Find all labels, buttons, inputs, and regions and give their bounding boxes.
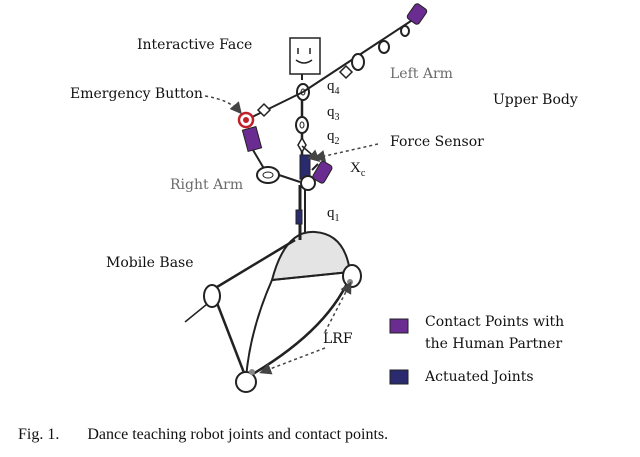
- symbol-q4: q4: [327, 78, 340, 97]
- right-hand-contact: [312, 160, 333, 184]
- label-interactive-face: Interactive Face: [137, 37, 253, 53]
- legend-actuated-swatch: [389, 369, 409, 385]
- label-left-arm: Left Arm: [390, 66, 453, 82]
- label-right-arm: Right Arm: [170, 177, 244, 193]
- symbol-q2: q2: [327, 128, 340, 147]
- legend-actuated-label: Actuated Joints: [425, 369, 534, 385]
- left-hand-contact: [406, 3, 428, 25]
- legend-contact-label-line2: the Human Partner: [425, 336, 563, 352]
- figure-caption-text: Dance teaching robot joints and contact …: [87, 426, 389, 443]
- symbol-q3: q3: [327, 104, 340, 123]
- joint-q1-actuator: [295, 209, 303, 225]
- interactive-face: [289, 37, 321, 80]
- figure-caption: Fig. 1. Dance teaching robot joints and c…: [18, 426, 388, 444]
- wheel-front: [235, 371, 257, 393]
- torso: [295, 83, 311, 240]
- symbol-q1: q1: [327, 205, 340, 224]
- right-upper-arm-contact: [241, 125, 263, 153]
- label-mobile-base: Mobile Base: [106, 255, 194, 271]
- label-upper-body: Upper Body: [493, 92, 578, 108]
- label-force-sensor: Force Sensor: [390, 134, 484, 150]
- legend-contact-swatch: [389, 318, 409, 334]
- left-arm: [302, 3, 428, 93]
- figure-number: Fig. 1.: [18, 426, 60, 443]
- force-arrow: [301, 145, 321, 162]
- symbol-xc: Xc: [350, 160, 366, 179]
- legend-contact-label-line1: Contact Points with: [425, 314, 565, 330]
- wheel-left: [203, 284, 221, 308]
- label-lrf: LRF: [323, 331, 353, 347]
- callout-arrows: [204, 95, 379, 375]
- right-arm: [237, 91, 333, 191]
- label-emergency-button: Emergency Button: [70, 86, 203, 102]
- lrf-sensor-front: [249, 369, 255, 375]
